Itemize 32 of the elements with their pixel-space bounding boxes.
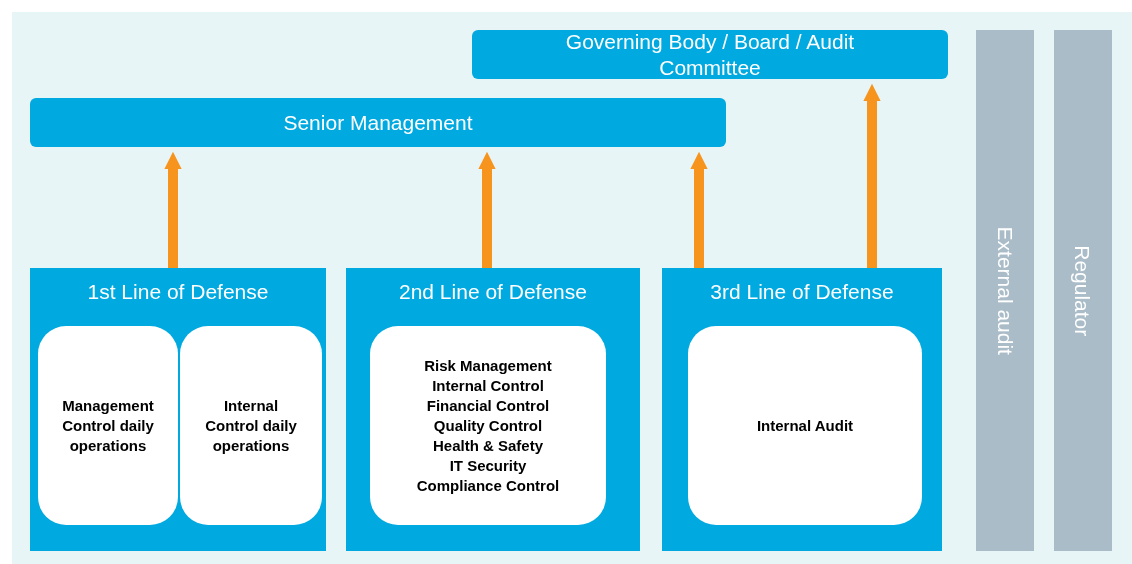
column-label: Regulator — [1070, 244, 1096, 337]
arrow — [164, 151, 182, 268]
panel-heading: 3rd Line of Defense — [710, 279, 894, 305]
function-card — [180, 326, 322, 525]
defense-line-panel — [30, 268, 326, 551]
function-label: IT Security — [449, 455, 527, 476]
defense-line-panel — [662, 268, 942, 551]
function-label: Compliance Control — [416, 475, 560, 496]
column-label: External audit — [992, 226, 1018, 355]
header-title: Governing Body / Board / Audit Committee — [564, 28, 856, 81]
oversight-column — [1054, 30, 1112, 551]
function-card — [688, 326, 922, 525]
panel-heading: 1st Line of Defense — [87, 279, 269, 305]
header-title: Senior Management — [283, 109, 473, 136]
function-label: Financial Control — [426, 395, 550, 416]
function-label: Internal Audit — [756, 415, 854, 436]
function-label: Management Control daily operations — [61, 395, 155, 456]
function-label: Health & Safety — [432, 435, 543, 456]
header-bar — [30, 98, 726, 147]
function-card — [38, 326, 178, 525]
arrow — [478, 151, 496, 268]
function-label: Internal Control — [432, 375, 544, 396]
arrow — [863, 83, 881, 268]
function-label: Quality Control — [433, 415, 543, 436]
function-label: Risk Management — [424, 355, 552, 376]
function-card — [370, 326, 606, 525]
function-label: Internal Control daily operations — [204, 395, 298, 456]
arrow — [690, 151, 708, 268]
panel-heading: 2nd Line of Defense — [399, 279, 587, 305]
defense-line-panel — [346, 268, 640, 551]
header-bar — [472, 30, 948, 79]
oversight-column — [976, 30, 1034, 551]
